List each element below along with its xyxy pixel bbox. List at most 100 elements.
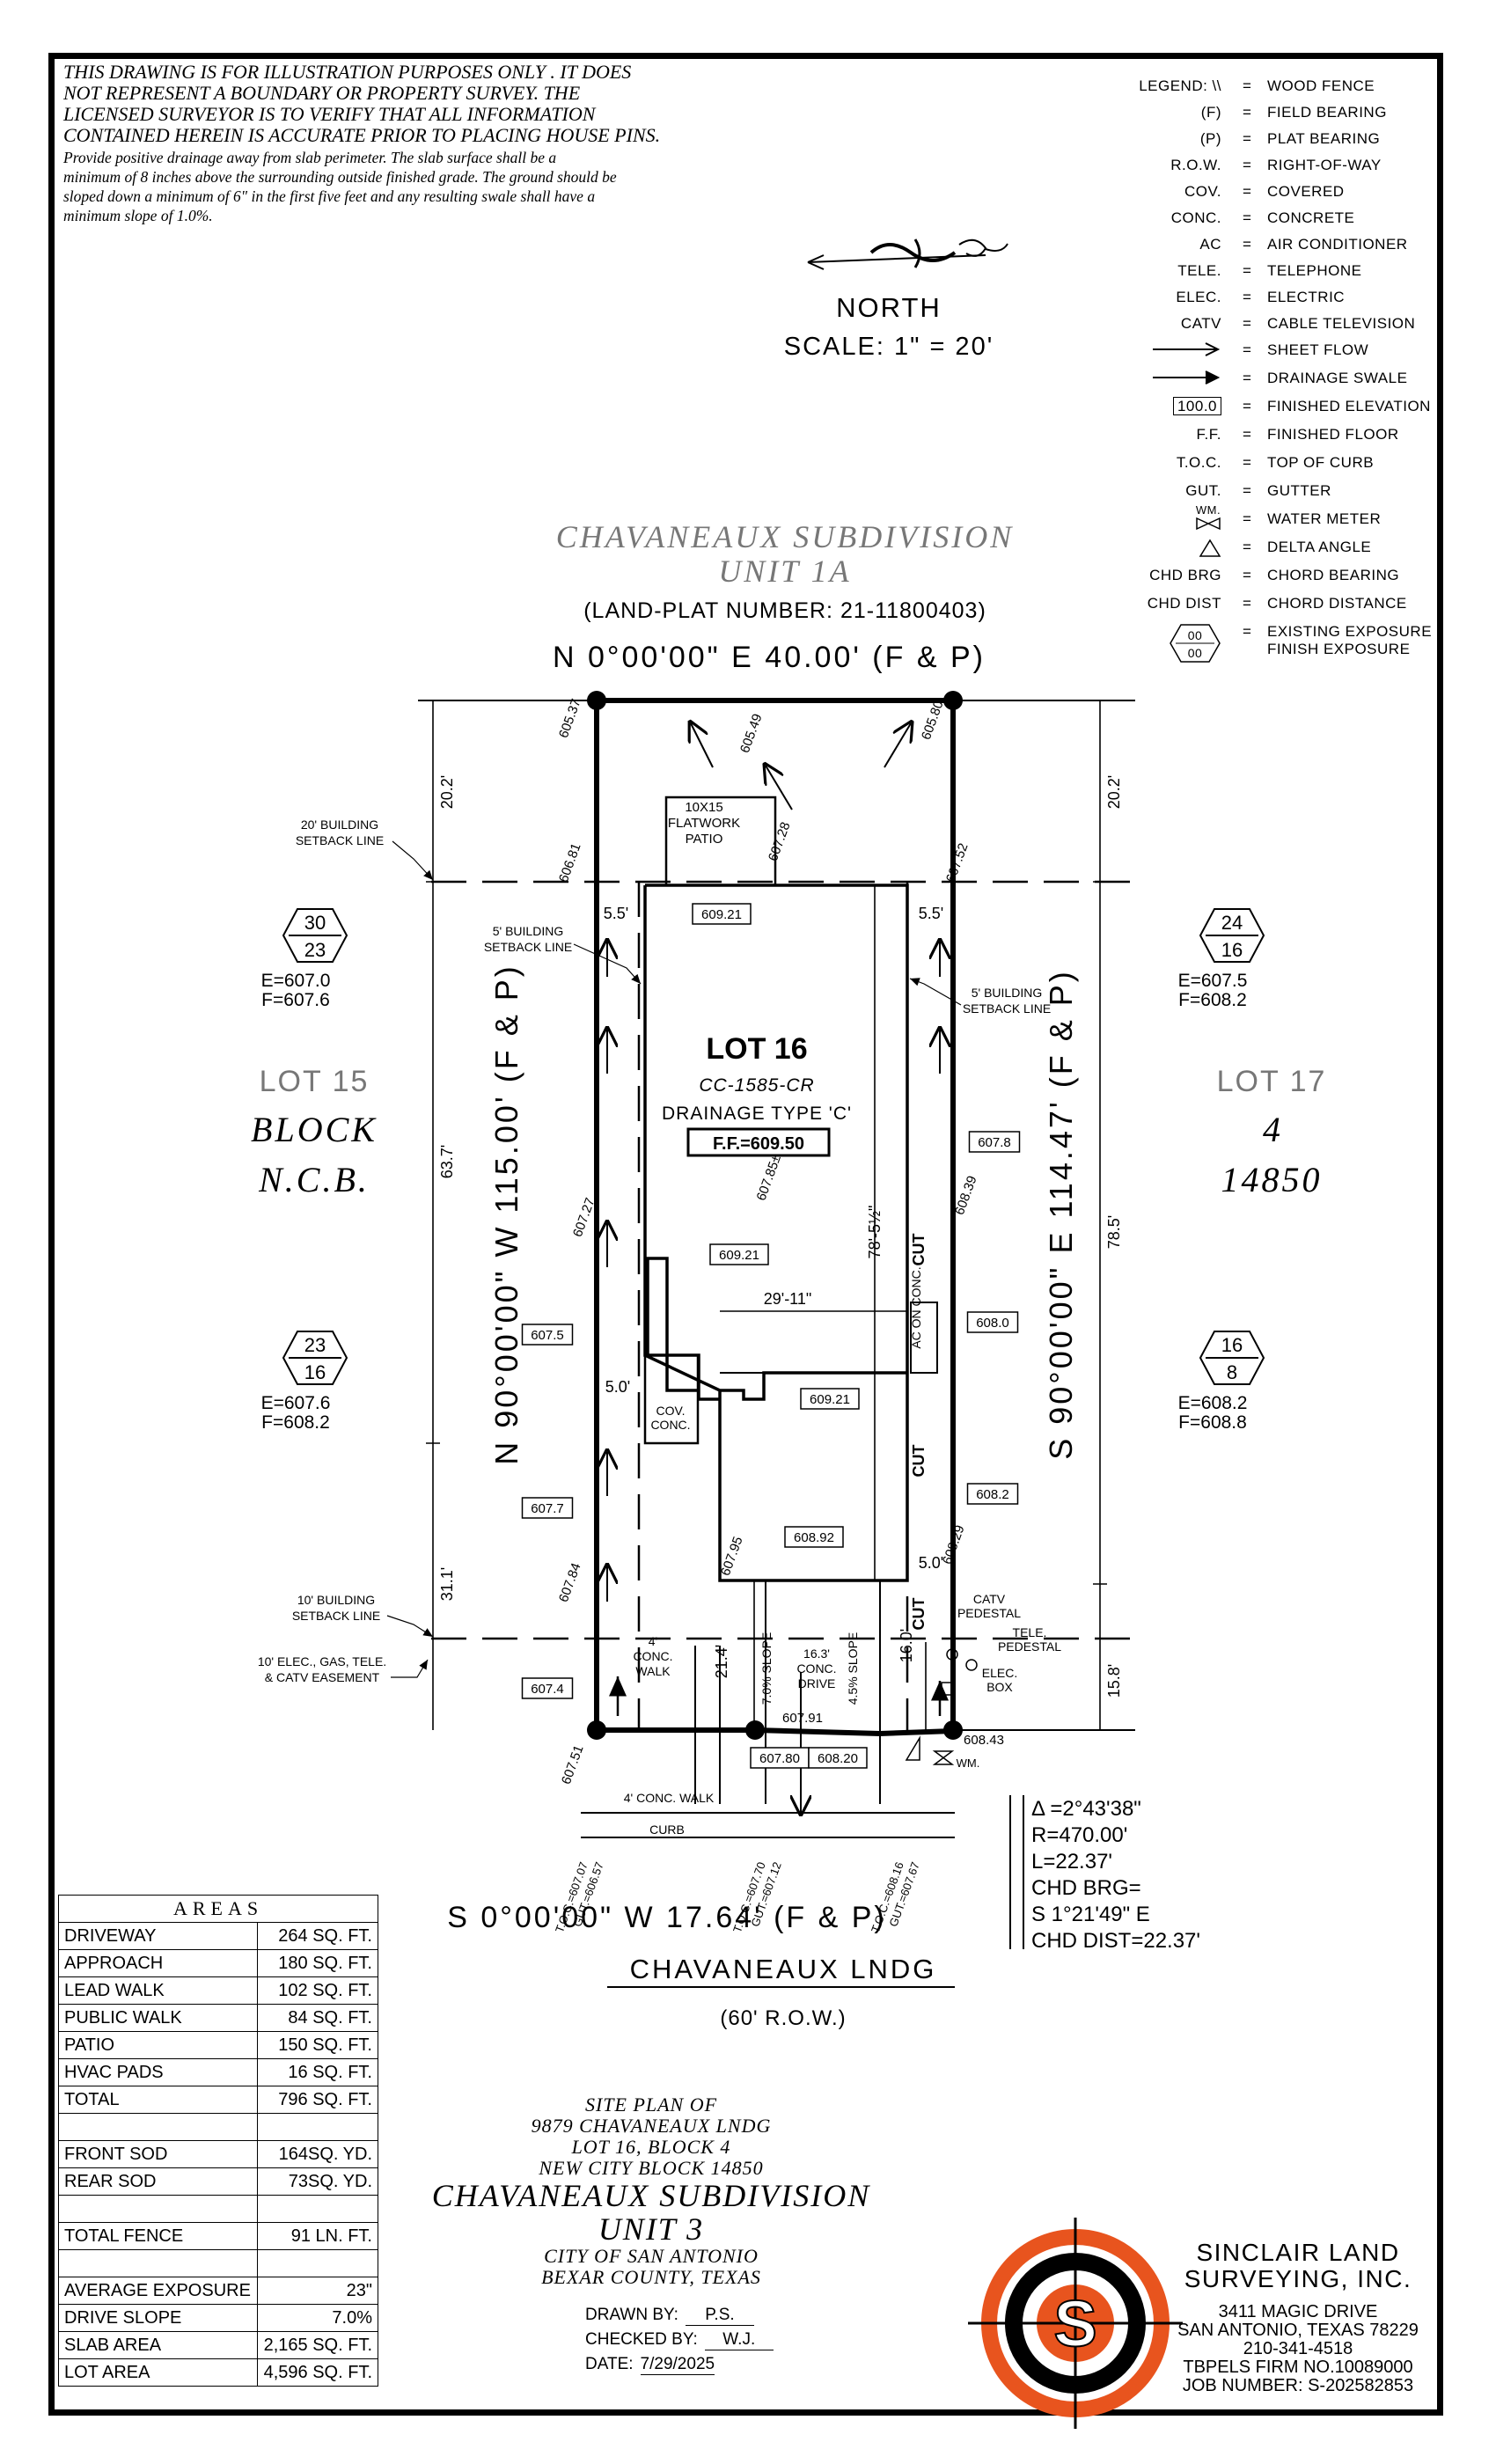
dim-rear-right: 20.2'	[1105, 775, 1123, 809]
area-value: 180 SQ. FT.	[257, 1949, 378, 1977]
existing-elevation: E=607.5	[1178, 971, 1248, 991]
legend-definition: WOOD FENCE	[1267, 77, 1375, 94]
legend-definition: FINISHED ELEVATION	[1267, 398, 1431, 414]
legend-symbol: T.O.C.	[1176, 454, 1221, 471]
finish-exposure: 8	[1227, 1361, 1237, 1383]
area-value: 164SQ. YD.	[257, 2140, 378, 2168]
existing-exposure: 24	[1221, 912, 1243, 934]
cov-conc-label-1: COV.	[656, 1404, 686, 1418]
svg-text:00: 00	[1188, 646, 1203, 660]
curve-data-line: CHD BRG=	[1031, 1876, 1141, 1900]
area-value: 2,165 SQ. FT.	[257, 2331, 378, 2359]
finished-elevation-value: 607.4	[531, 1682, 564, 1697]
setback-leaders	[386, 840, 962, 1678]
exposure-hexagon-icon	[1199, 1331, 1265, 1385]
street-name: CHAVANEAUX LNDG	[630, 1954, 937, 1984]
existing-elevation: E=607.0	[261, 971, 331, 991]
spot-elevation: 607.95	[718, 1535, 746, 1578]
legend-symbol: F.F.	[1196, 426, 1221, 443]
legend-row: F.F.=FINISHED FLOOR	[1100, 422, 1452, 451]
disclaimer-line: NOT REPRESENT A BOUNDARY OR PROPERTY SUR…	[63, 82, 581, 104]
area-value: 84 SQ. FT.	[257, 2004, 378, 2032]
area-label: FRONT SOD	[58, 2140, 258, 2168]
legend-definition: FIELD BEARING	[1267, 104, 1387, 121]
dim-5-left: 5.0'	[605, 1378, 630, 1396]
legend: LEGEND: \\=WOOD FENCE(F)=FIELD BEARING(P…	[1100, 74, 1452, 664]
signoff-block: DRAWN BY:P.S. CHECKED BY:W.J. DATE:7/29/…	[585, 2306, 774, 2380]
legend-equals: =	[1243, 209, 1252, 226]
curb-label: CURB	[649, 1822, 685, 1837]
west-setback-label-2: SETBACK LINE	[484, 940, 572, 954]
north-bearing: N 0°00'00" E 40.00' (F & P)	[553, 641, 986, 674]
existing-exposure: 16	[1221, 1334, 1243, 1356]
svg-text:S: S	[1053, 2287, 1096, 2360]
legend-symbol: CATV	[1180, 315, 1221, 332]
patio: 10X15 FLATWORK PATIO	[664, 796, 777, 887]
legend-symbol: CHD BRG	[1149, 567, 1221, 583]
legend-definition: DELTA ANGLE	[1267, 539, 1372, 555]
curve-data-line: L=22.37'	[1031, 1850, 1112, 1874]
legend-row: WM.=WATER METER	[1100, 503, 1452, 535]
finish-exposure: 16	[304, 1361, 326, 1383]
elevation-box	[966, 1311, 1019, 1333]
subdivision-unit: UNIT 1A	[718, 554, 851, 589]
area-label: LEAD WALK	[58, 1976, 258, 2005]
legend-symbol: TELE.	[1177, 262, 1221, 279]
rear-setback-label-1: 20' BUILDING	[301, 818, 378, 832]
company-logo: S	[968, 2218, 1183, 2429]
finished-floor: F.F.=609.50	[713, 1134, 804, 1154]
drainage-swale-arrow	[1153, 370, 1221, 385]
company-address-1: 3411 MAGIC DRIVE	[1218, 2302, 1378, 2321]
dim-drive-front: 16.0'	[898, 1629, 915, 1662]
drainage-note-line: minimum slope of 1.0%.	[63, 207, 213, 224]
dimension-lines	[426, 700, 1107, 1730]
elevation-box	[709, 1243, 769, 1265]
legend-symbol: CHD DIST	[1147, 595, 1221, 612]
title-ncb: NEW CITY BLOCK 14850	[539, 2157, 764, 2179]
legend-symbol: LEGEND: \\	[1139, 77, 1221, 94]
legend-row: ELEC.=ELECTRIC	[1100, 285, 1452, 312]
title-lot: LOT 16, BLOCK 4	[571, 2136, 731, 2158]
legend-symbol	[1199, 539, 1221, 562]
area-value: 7.0%	[257, 2304, 378, 2332]
legend-definition: CABLE TELEVISION	[1267, 315, 1416, 332]
legend-equals: =	[1243, 77, 1252, 94]
block-number: 4	[1263, 1110, 1280, 1149]
finished-elevation-value: 608.2	[976, 1487, 1009, 1502]
area-value: 16 SQ. FT.	[257, 2058, 378, 2086]
water-meter-icon	[932, 1750, 955, 1765]
legend-definition: TOP OF CURB	[1267, 454, 1375, 471]
area-label	[58, 2195, 258, 2223]
slope-2: 4.5% SLOPE	[846, 1632, 860, 1705]
title-line-1: SITE PLAN OF	[584, 2094, 718, 2116]
finish-exposure: 16	[1221, 939, 1243, 961]
lot-corner-pins	[587, 691, 963, 1740]
curve-data-line: R=470.00'	[1031, 1823, 1127, 1847]
cov-conc-label-2: CONC.	[650, 1418, 690, 1432]
legend-definition: PLAT BEARING	[1267, 130, 1381, 147]
drive-label-2: CONC.	[796, 1661, 836, 1676]
legend-equals: =	[1243, 370, 1252, 386]
spot-elevation: 607.51	[559, 1743, 587, 1786]
legend-row: = DRAINAGE SWALE	[1100, 366, 1452, 394]
legend-equals: =	[1243, 130, 1252, 147]
walk-label-3: WALK	[635, 1664, 671, 1678]
legend-definition: FINISHED FLOOR	[1267, 426, 1399, 443]
legend-symbol: (P)	[1199, 130, 1221, 147]
legend-definition: DRAINAGE SWALE	[1267, 370, 1408, 386]
north-arrow-icon	[807, 238, 1008, 270]
finished-elevation-value: 609.21	[701, 907, 742, 922]
area-label: PUBLIC WALK	[58, 2004, 258, 2032]
curve-data-line: CHD DIST=22.37'	[1031, 1929, 1200, 1953]
legend-row: 100.0=FINISHED ELEVATION	[1100, 394, 1452, 422]
legend-row: CATV=CABLE TELEVISION	[1100, 312, 1452, 338]
patio-label-1: 10X15	[685, 800, 722, 815]
